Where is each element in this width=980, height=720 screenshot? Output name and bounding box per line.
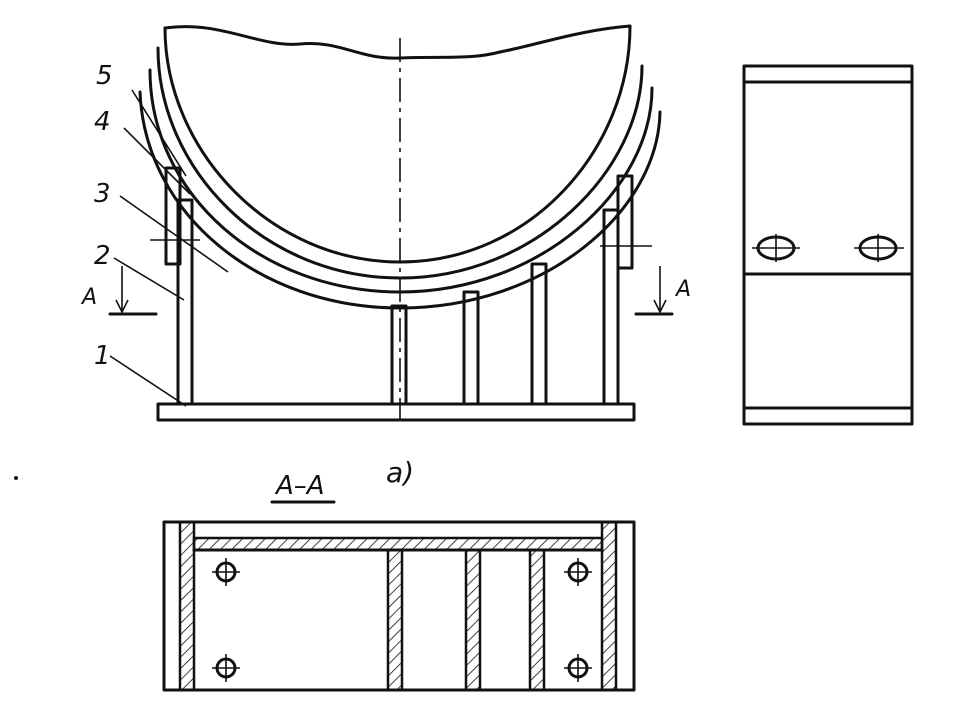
callout-5: 5 <box>96 61 113 91</box>
rib-center-3 <box>530 262 548 406</box>
bolt-hole-left <box>752 234 800 262</box>
section-title: A–A <box>274 471 325 501</box>
section-a-a: A–A <box>162 471 636 692</box>
rib-right <box>602 208 620 406</box>
rib-left <box>176 198 194 406</box>
section-bolt-hole-br <box>564 654 592 682</box>
saddle-plate-inner <box>156 46 644 280</box>
cut-label-right: A <box>674 277 691 302</box>
callout-4: 4 <box>94 107 111 137</box>
leader-3 <box>119 195 229 273</box>
callout-2: 2 <box>94 241 111 271</box>
rib-center-1 <box>390 304 408 406</box>
rib-center-2 <box>462 290 480 406</box>
side-plate-right <box>616 174 634 270</box>
leader-2 <box>113 257 185 301</box>
callout-1: 1 <box>94 341 111 371</box>
leader-1 <box>109 355 187 407</box>
leader-5 <box>131 89 187 177</box>
section-top-plate <box>192 536 604 552</box>
section-cut-left: A <box>80 266 158 316</box>
section-bolt-hole-tr <box>564 558 592 586</box>
section-cut-right: A <box>634 266 691 316</box>
cut-label-left: A <box>80 285 97 310</box>
side-plate-left <box>164 166 182 266</box>
section-rib-2 <box>464 548 482 692</box>
front-view: 5 4 3 2 1 A A a) <box>80 24 691 489</box>
leader-4 <box>123 127 191 195</box>
section-rib-3 <box>528 548 546 692</box>
section-bolt-hole-bl <box>212 654 240 682</box>
figure-sub-label: a) <box>386 456 414 489</box>
section-wall-right <box>600 520 618 692</box>
section-wall-left <box>178 520 196 692</box>
pipe-shell <box>163 24 632 264</box>
bolt-hole-right <box>854 234 904 262</box>
section-rib-1 <box>386 548 404 692</box>
base-plate <box>156 402 636 422</box>
callout-3: 3 <box>94 179 111 209</box>
side-view-outline <box>742 64 914 426</box>
side-view <box>742 64 914 426</box>
section-bolt-hole-tl <box>212 558 240 586</box>
pipe-break-line <box>163 24 632 60</box>
saddle-plate-outer <box>138 90 662 310</box>
stray-mark <box>14 476 18 480</box>
